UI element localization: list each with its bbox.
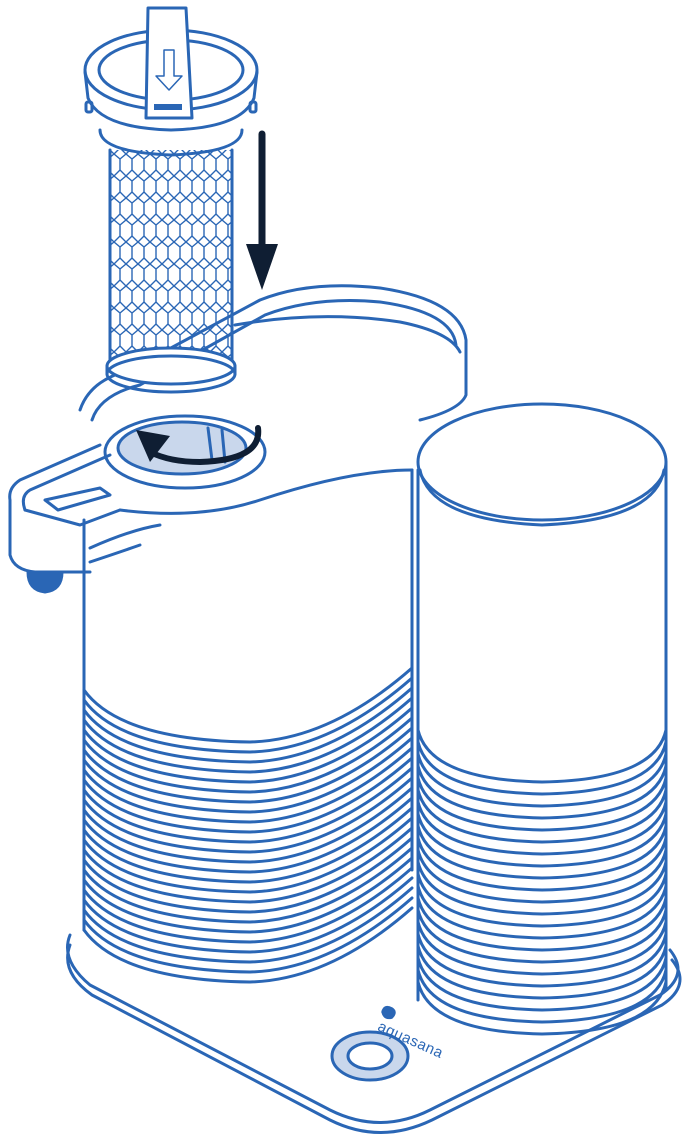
spout-nozzle [26, 570, 64, 594]
cartridge-cap [83, 6, 259, 132]
housing-ribs [82, 666, 414, 984]
arrow-down-icon [246, 130, 278, 290]
brand-logo-icon [381, 1005, 396, 1020]
base [66, 933, 682, 1134]
dispense-button [330, 1030, 410, 1082]
rotate-arrow-icon [136, 425, 262, 466]
housing-reservoir [78, 284, 468, 984]
tank-ribs [416, 728, 668, 1036]
spout [8, 443, 414, 594]
filter-cartridge [98, 128, 244, 394]
tank-cylinder [416, 402, 668, 1036]
cap-arrow-icon [155, 49, 183, 91]
